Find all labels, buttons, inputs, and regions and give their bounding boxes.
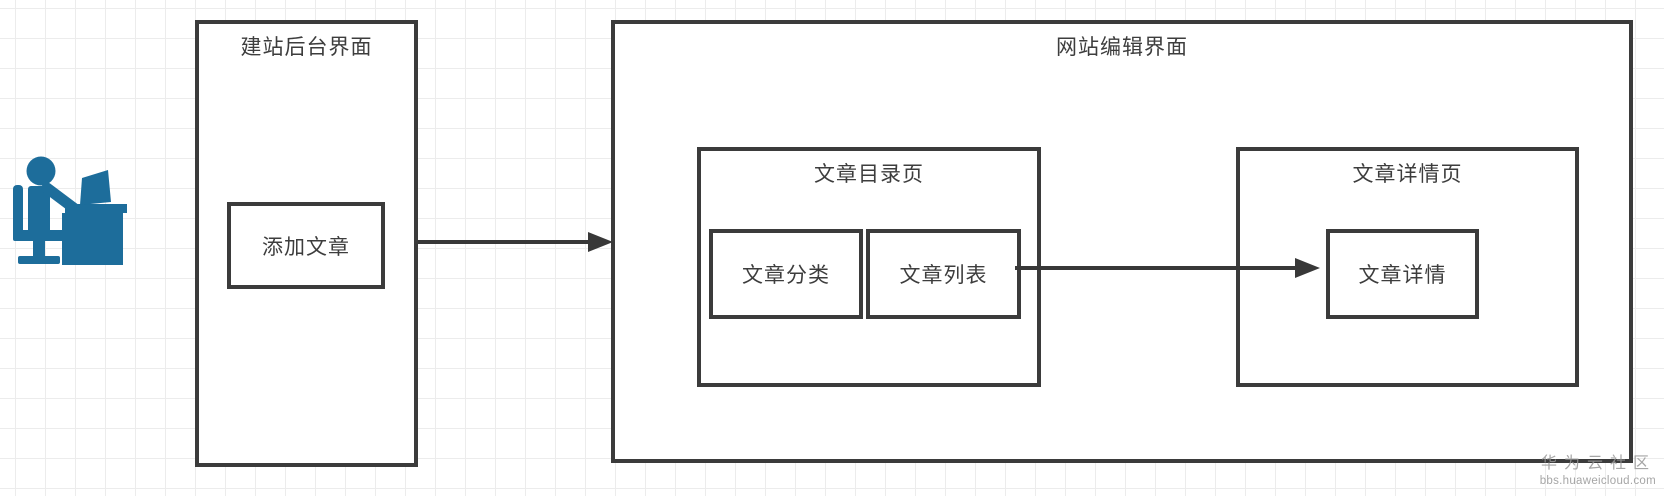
directory-page-panel: 文章目录页 文章分类 文章列表 [697,147,1041,387]
node-add-article: 添加文章 [227,202,385,289]
node-article-list: 文章列表 [866,229,1021,319]
person-at-desk-icon-svg [13,156,127,265]
backend-panel: 建站后台界面 添加文章 [195,20,418,467]
person-at-desk-icon [5,140,130,265]
detail-page-title: 文章详情页 [1352,163,1463,186]
detail-page-panel: 文章详情页 文章详情 [1236,147,1579,387]
backend-panel-title: 建站后台界面 [240,36,373,59]
directory-page-title: 文章目录页 [814,163,924,186]
watermark-url-text: bbs.huaweicloud.com [1539,474,1656,487]
editor-panel: 网站编辑界面 文章目录页 文章分类 文章列表 文章详情页 文章详情 [611,20,1633,463]
watermark: 华为云社区 bbs.huaweicloud.com [1540,454,1656,488]
editor-panel-title: 网站编辑界面 [1056,36,1188,59]
arrow-backend-to-editor [418,232,613,252]
node-article-detail: 文章详情 [1326,229,1479,319]
watermark-community-text: 华为云社区 [1540,454,1656,472]
node-article-category: 文章分类 [709,229,863,319]
